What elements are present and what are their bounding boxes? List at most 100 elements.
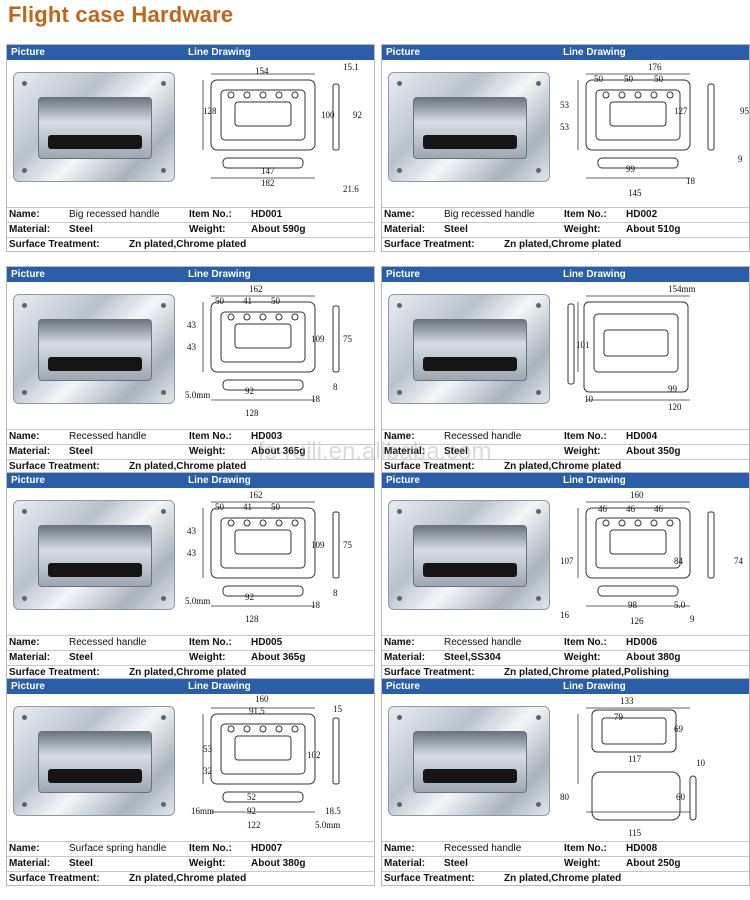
item-number: HD007	[251, 843, 283, 854]
dimension-label: 43	[187, 526, 197, 536]
dimension-label: 5.0	[674, 600, 686, 610]
material-label: Material:	[384, 652, 426, 663]
dimension-label: 92	[245, 592, 254, 602]
dimension-label: 52	[247, 792, 256, 802]
item-no-label: Item No.:	[564, 431, 607, 442]
mounting-hole	[161, 81, 166, 86]
dimension-label: 21.6	[343, 184, 359, 194]
dimension-label: 99	[668, 384, 678, 394]
material-label: Material:	[384, 858, 426, 869]
product-photo	[13, 294, 175, 404]
product-info: Name: Recessed handle Item No.: HD003 Ma…	[7, 429, 374, 473]
mounting-hole	[161, 168, 166, 173]
picture-column-header: Picture	[11, 475, 45, 486]
material-value: Steel	[69, 652, 93, 663]
product-name: Recessed handle	[444, 637, 522, 648]
dimension-label: 46	[598, 504, 608, 514]
handle-grip	[423, 135, 517, 149]
product-name: Recessed handle	[444, 843, 522, 854]
dimension-label: 69	[674, 724, 684, 734]
item-no-label: Item No.:	[564, 843, 607, 854]
dimension-label: 50	[654, 74, 664, 84]
card-header: Picture Line Drawing	[7, 679, 374, 694]
dimension-label: 60	[676, 792, 686, 802]
handle-recess	[38, 731, 152, 793]
handle-recess	[413, 731, 527, 793]
surface-treatment-value: Zn plated,Chrome plated	[504, 873, 622, 884]
material-value: Steel	[69, 446, 93, 457]
dimension-label: 154	[255, 66, 269, 76]
mounting-hole	[397, 802, 402, 807]
line-drawing-column-header: Line Drawing	[563, 681, 626, 692]
dimension-label: 50	[624, 74, 634, 84]
mounting-hole	[22, 303, 27, 308]
dimension-label: 117	[628, 754, 642, 764]
weight-label: Weight:	[189, 858, 226, 869]
line-drawing-column-header: Line Drawing	[188, 269, 251, 280]
product-photo	[388, 72, 550, 182]
product-info: Name: Big recessed handle Item No.: HD00…	[7, 207, 374, 251]
handle-grip	[423, 769, 517, 783]
dimension-label: 43	[187, 342, 197, 352]
item-no-label: Item No.:	[189, 431, 232, 442]
dimension-label: 75	[343, 540, 353, 550]
mounting-hole	[22, 390, 27, 395]
dimension-label: 98	[628, 600, 638, 610]
mounting-hole	[161, 596, 166, 601]
item-no-label: Item No.:	[189, 637, 232, 648]
dimension-label: 92	[247, 806, 256, 816]
dimension-label: 127	[674, 106, 688, 116]
dimension-label: 5.0mm	[315, 820, 340, 830]
item-no-label: Item No.:	[189, 843, 232, 854]
handle-recess	[38, 97, 152, 159]
product-photo	[13, 500, 175, 610]
dimension-label: 109	[311, 540, 325, 550]
material-label: Material:	[9, 224, 51, 235]
dimension-label: 10	[696, 758, 706, 768]
mounting-hole	[397, 303, 402, 308]
product-name: Big recessed handle	[69, 209, 160, 220]
dimension-label: 18.5	[325, 806, 341, 816]
handle-grip	[48, 563, 142, 577]
dimension-label: 128	[203, 106, 217, 116]
mounting-hole	[22, 596, 27, 601]
dimension-label: 126	[630, 616, 644, 626]
mounting-hole	[536, 81, 541, 86]
dimension-label: 53	[560, 100, 570, 110]
product-info: Name: Recessed handle Item No.: HD006 Ma…	[382, 635, 749, 679]
item-number: HD008	[626, 843, 658, 854]
dimension-label: 53	[560, 122, 570, 132]
surface-treatment-value: Zn plated,Chrome plated	[129, 461, 247, 472]
weight-label: Weight:	[564, 446, 601, 457]
material-label: Material:	[9, 858, 51, 869]
mounting-hole	[397, 509, 402, 514]
mounting-hole	[536, 715, 541, 720]
material-label: Material:	[384, 446, 426, 457]
material-label: Material:	[9, 446, 51, 457]
mounting-hole	[161, 509, 166, 514]
name-label: Name:	[9, 637, 40, 648]
name-label: Name:	[9, 843, 40, 854]
surface-treatment-label: Surface Treatment:	[384, 239, 475, 250]
picture-column-header: Picture	[11, 47, 45, 58]
surface-treatment-label: Surface Treatment:	[384, 461, 475, 472]
dimension-label: 10	[584, 394, 594, 404]
dimension-label: 15.1	[343, 62, 359, 72]
mounting-hole	[161, 802, 166, 807]
dimension-label: 50	[271, 502, 281, 512]
product-info: Name: Surface spring handle Item No.: HD…	[7, 841, 374, 885]
dimension-label: 16mm	[191, 806, 214, 816]
dimension-label: 53	[203, 744, 213, 754]
picture-column-header: Picture	[11, 269, 45, 280]
